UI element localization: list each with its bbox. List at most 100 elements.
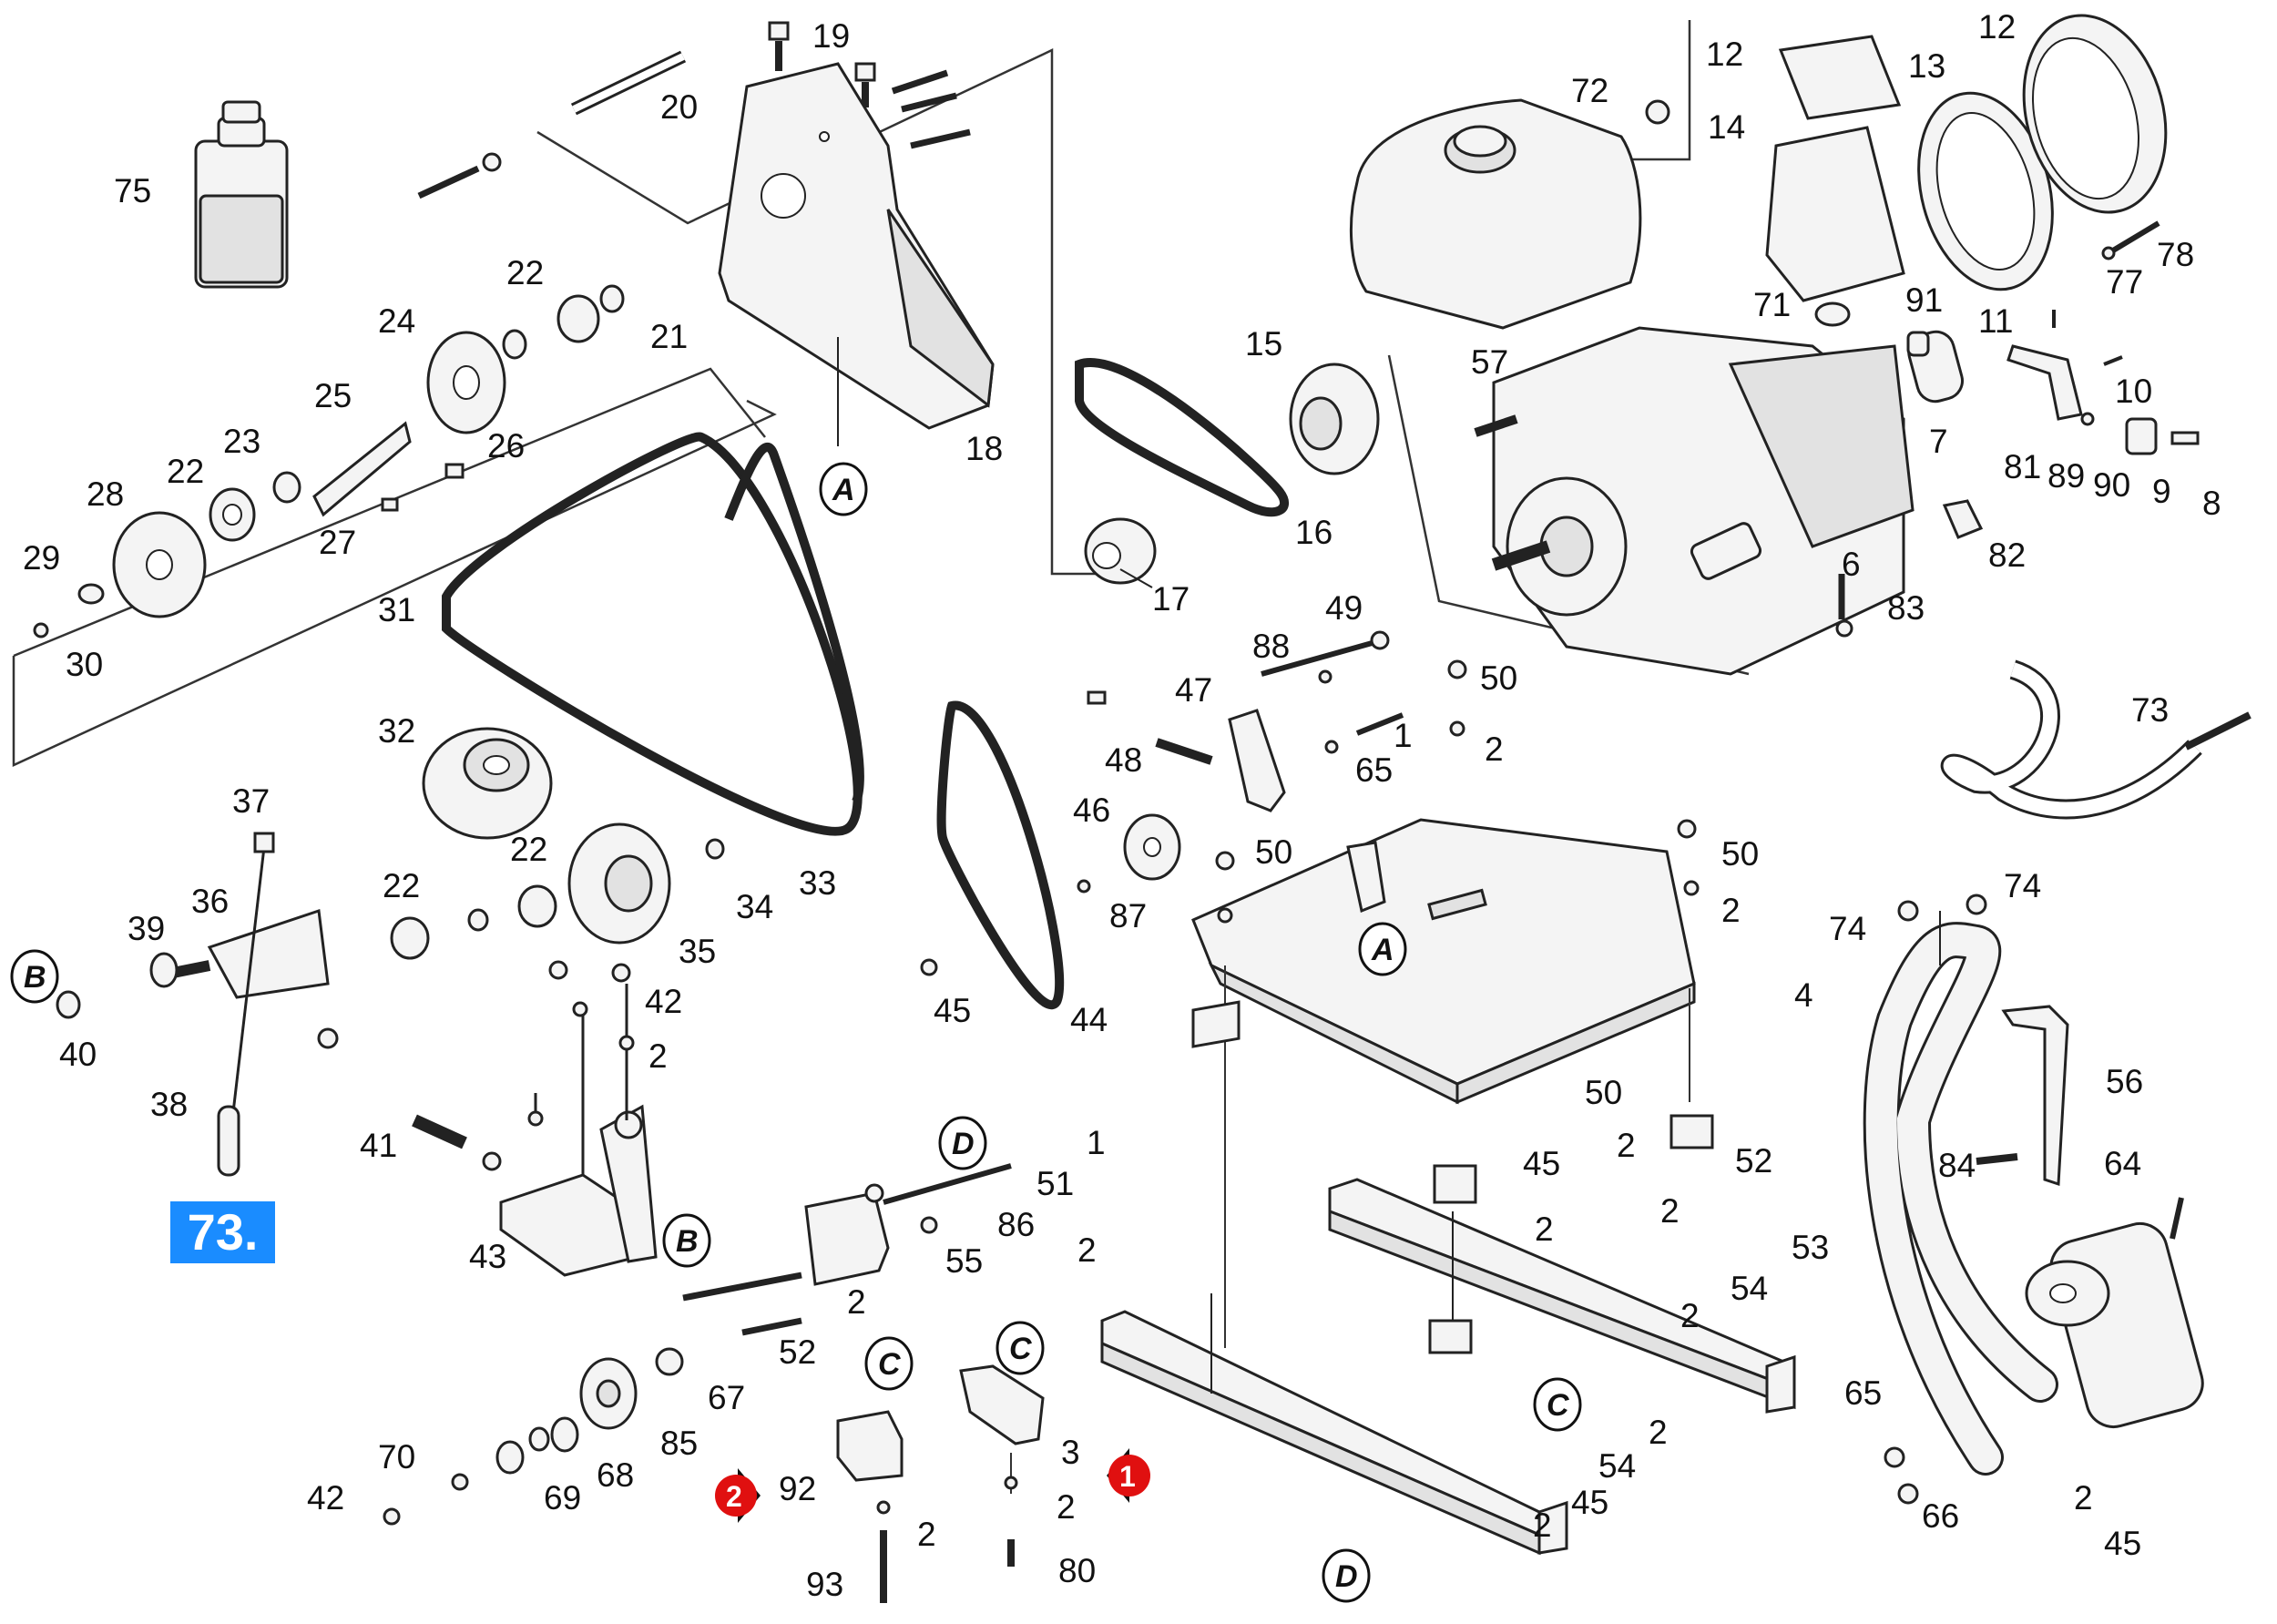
- belt-guard-plate: [718, 62, 995, 430]
- marker-a: A: [819, 462, 868, 516]
- part-label-54: 54: [1598, 1447, 1636, 1485]
- part-label-45: 45: [2104, 1525, 2141, 1562]
- spacer-17: [1084, 517, 1157, 585]
- part-number-labels: 19 20 75 22 21 24 25 26 23 22 28 27 29 3…: [23, 8, 2221, 1603]
- part-label-22: 22: [383, 867, 420, 904]
- part-label-4: 4: [1794, 976, 1813, 1014]
- part-label-51: 51: [1036, 1165, 1074, 1202]
- part-label-18: 18: [965, 430, 1003, 467]
- part-label-2: 2: [648, 1037, 668, 1075]
- part-label-72: 72: [1571, 72, 1608, 109]
- part-label-31: 31: [378, 591, 415, 628]
- part-label-81: 81: [2004, 448, 2041, 485]
- part-label-2: 2: [1533, 1507, 1552, 1544]
- svg-text:A: A: [1371, 933, 1394, 967]
- part-label-84: 84: [1938, 1147, 1976, 1184]
- pulley-35: [390, 822, 725, 960]
- part-label-8: 8: [2202, 485, 2221, 522]
- part-label-80: 80: [1058, 1552, 1096, 1589]
- callout-1: 1: [1107, 1448, 1150, 1503]
- part-label-29: 29: [23, 539, 60, 577]
- part-label-90: 90: [2093, 466, 2130, 504]
- svg-text:C: C: [1547, 1388, 1569, 1423]
- exhaust-pipe: [1863, 894, 2058, 1476]
- part-label-6: 6: [1842, 546, 1861, 583]
- part-label-89: 89: [2047, 457, 2085, 495]
- part-label-17: 17: [1152, 580, 1190, 618]
- part-label-10: 10: [2115, 373, 2152, 410]
- part-label-38: 38: [150, 1086, 188, 1123]
- part-label-2: 2: [1617, 1127, 1636, 1164]
- part-label-50: 50: [1480, 659, 1517, 697]
- svg-text:D: D: [952, 1127, 975, 1161]
- leader-lines: [837, 337, 1941, 1394]
- part-label-3: 3: [1061, 1434, 1080, 1471]
- part-label-20: 20: [660, 88, 698, 126]
- part-label-22: 22: [510, 831, 547, 868]
- marker-a: A: [1358, 922, 1407, 976]
- part-label-83: 83: [1887, 589, 1925, 627]
- part-label-45: 45: [1523, 1145, 1560, 1182]
- part-label-77: 77: [2106, 263, 2143, 301]
- part-label-2: 2: [1649, 1414, 1668, 1451]
- part-label-75: 75: [114, 172, 151, 209]
- part-label-92: 92: [779, 1470, 816, 1507]
- callout-2: 2: [715, 1468, 761, 1523]
- part-label-13: 13: [1908, 47, 1945, 85]
- marker-d: D: [938, 1116, 987, 1170]
- part-label-24: 24: [378, 302, 415, 340]
- part-label-65: 65: [1844, 1374, 1882, 1412]
- muffler-bracket: [2001, 1005, 2069, 1187]
- part-label-52: 52: [779, 1333, 816, 1371]
- mount-bracket-3: [959, 1364, 1045, 1567]
- part-label-30: 30: [66, 646, 103, 683]
- part-label-2: 2: [1077, 1231, 1097, 1269]
- part-label-50: 50: [1721, 835, 1759, 873]
- shaft-assembly-left: [33, 284, 625, 638]
- part-label-9: 9: [2152, 473, 2171, 510]
- part-label-45: 45: [1571, 1484, 1608, 1521]
- part-label-1: 1: [1087, 1124, 1106, 1161]
- part-label-82: 82: [1988, 536, 2026, 574]
- bracket-55: [682, 1163, 1012, 1336]
- part-label-67: 67: [708, 1379, 745, 1416]
- marker-c: C: [1533, 1377, 1582, 1432]
- part-label-46: 46: [1073, 792, 1110, 829]
- mount-bracket-92: [836, 1410, 904, 1603]
- part-label-22: 22: [506, 254, 544, 291]
- part-label-85: 85: [660, 1425, 698, 1462]
- svg-text:B: B: [676, 1224, 699, 1259]
- lever-bracket: [56, 832, 502, 1177]
- pulley-32: [422, 727, 553, 840]
- part-label-87: 87: [1109, 897, 1147, 935]
- part-label-64: 64: [2104, 1145, 2141, 1182]
- part-label-49: 49: [1325, 589, 1363, 627]
- part-label-69: 69: [544, 1479, 581, 1517]
- part-label-33: 33: [799, 864, 836, 902]
- part-label-21: 21: [650, 318, 688, 355]
- fuel-hose: [1940, 659, 2251, 820]
- part-label-50: 50: [1585, 1074, 1622, 1111]
- part-label-34: 34: [736, 888, 773, 925]
- marker-c: C: [996, 1321, 1045, 1375]
- svg-text:B: B: [24, 960, 46, 995]
- part-label-22: 22: [167, 453, 204, 490]
- part-label-28: 28: [87, 475, 124, 513]
- pulley-85: [383, 1347, 684, 1526]
- part-label-2: 2: [1485, 730, 1504, 768]
- idler-bracket-43: [499, 960, 658, 1277]
- part-label-23: 23: [223, 423, 260, 460]
- part-label-73: 73: [2131, 691, 2169, 729]
- part-label-57: 57: [1471, 343, 1508, 381]
- part-label-15: 15: [1245, 325, 1282, 363]
- part-label-7: 7: [1929, 423, 1948, 460]
- air-filter: [1645, 14, 2168, 327]
- part-label-93: 93: [806, 1566, 843, 1603]
- part-label-55: 55: [945, 1242, 983, 1280]
- part-label-35: 35: [679, 933, 716, 970]
- reference-markers: A A B B C C C D: [10, 462, 1582, 1603]
- part-label-2: 2: [847, 1283, 866, 1321]
- part-label-42: 42: [645, 983, 682, 1020]
- part-label-2: 2: [917, 1516, 936, 1553]
